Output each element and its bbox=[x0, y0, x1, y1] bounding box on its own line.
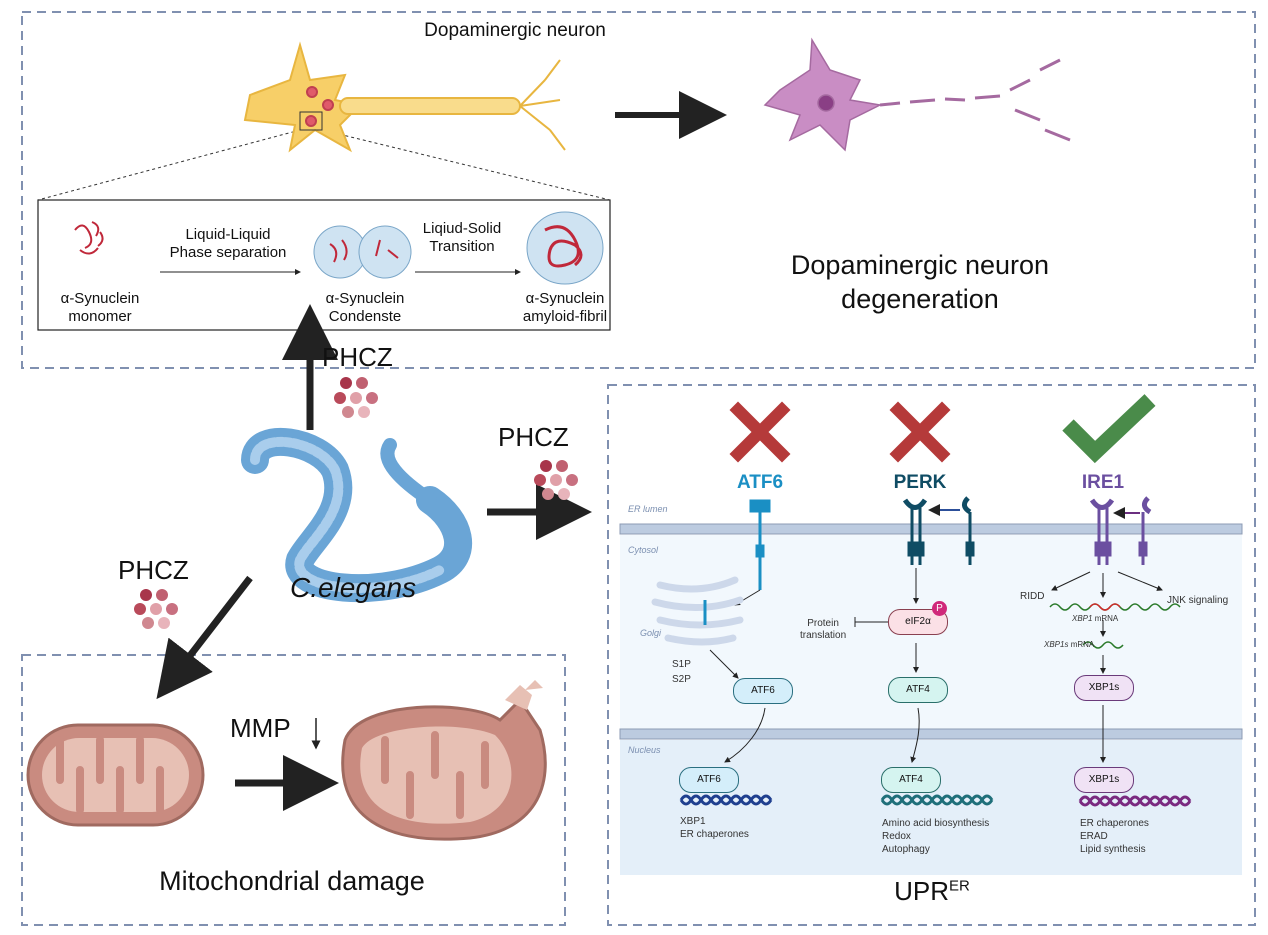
upr-title: UPRER bbox=[894, 876, 970, 906]
atf6-receptor bbox=[749, 499, 771, 590]
degenerated-neuron bbox=[763, 37, 1071, 152]
golgi-label: Golgi bbox=[640, 628, 662, 638]
atf4-cytosolic: ATF4 bbox=[888, 677, 948, 703]
mito-title: Mitochondrial damage bbox=[159, 866, 425, 896]
xbp1s-mrna-icon bbox=[1082, 641, 1124, 649]
nucleus-region bbox=[620, 740, 1242, 875]
er-lumen-label: ER lumen bbox=[628, 504, 668, 514]
amyloid-fibril-icon bbox=[526, 211, 604, 285]
phcz-label-right: PHCZ bbox=[498, 422, 569, 452]
c-elegans-icon bbox=[241, 427, 472, 603]
phospho-badge: P bbox=[932, 601, 947, 616]
top-panel-border bbox=[21, 11, 1256, 369]
phcz-dots-right bbox=[534, 460, 578, 500]
perk-title: PERK bbox=[893, 472, 947, 493]
healthy-mitochondrion bbox=[26, 723, 205, 827]
ridd-label: RIDD bbox=[1020, 591, 1045, 602]
xbp1-mrna-label: XBP1 mRNA bbox=[1072, 614, 1119, 623]
degeneration-label-line2: degeneration bbox=[841, 284, 999, 314]
atf4-nuclear: ATF4 bbox=[881, 767, 941, 793]
perk-receptor bbox=[902, 496, 975, 565]
damaged-mitochondrion bbox=[341, 680, 547, 841]
phcz-label-up: PHCZ bbox=[322, 342, 393, 372]
dna-xbp1s-icon bbox=[1078, 795, 1192, 807]
phcz-label-down: PHCZ bbox=[118, 555, 189, 585]
atf6-cytosolic: ATF6 bbox=[733, 678, 793, 704]
xbp1s-nuclear: XBP1s bbox=[1074, 767, 1134, 793]
dna-atf6-icon bbox=[679, 794, 773, 806]
nuclear-membrane bbox=[619, 728, 1243, 740]
ire1-receptor bbox=[1089, 496, 1152, 565]
atf6-title: ATF6 bbox=[736, 472, 784, 493]
perk-inhibited-x-icon bbox=[889, 401, 951, 463]
nucleus-label: Nucleus bbox=[628, 745, 661, 755]
golgi-icon bbox=[651, 576, 744, 646]
phcz-dots-down bbox=[134, 589, 178, 629]
xbp1s-mrna-label: XBP1s mRNA bbox=[1044, 640, 1095, 649]
upr-panel-border bbox=[607, 384, 1256, 926]
dopaminergic-neuron bbox=[243, 41, 566, 153]
degeneration-label-line1: Dopaminergic neuron bbox=[790, 250, 1050, 280]
xbp1s-cytosolic: XBP1s bbox=[1074, 675, 1134, 701]
organism-label: C.elegans bbox=[290, 572, 417, 603]
cytosol-label: Cytosol bbox=[628, 545, 659, 555]
atf6-nuclear: ATF6 bbox=[679, 767, 739, 793]
atf6-inhibited-x-icon bbox=[729, 401, 791, 463]
neuron-title: Dopaminergic neuron bbox=[424, 20, 606, 41]
phcz-dots-up bbox=[334, 377, 378, 418]
er-membrane bbox=[619, 523, 1243, 535]
degeneration-label: Dopaminergic neuron degeneration bbox=[791, 248, 1049, 316]
jnk-label: JNK signaling bbox=[1167, 595, 1229, 606]
mito-panel-border bbox=[21, 654, 566, 926]
ire1-activated-check-icon bbox=[1062, 394, 1156, 464]
synuclein-condensate-icon bbox=[313, 225, 412, 279]
arrow-down bbox=[156, 575, 253, 700]
synuclein-monomer-icon bbox=[74, 221, 104, 255]
ire1-title: IRE1 bbox=[1081, 472, 1125, 493]
dna-atf4-icon bbox=[880, 794, 994, 806]
mmp-label: MMP bbox=[230, 713, 291, 743]
